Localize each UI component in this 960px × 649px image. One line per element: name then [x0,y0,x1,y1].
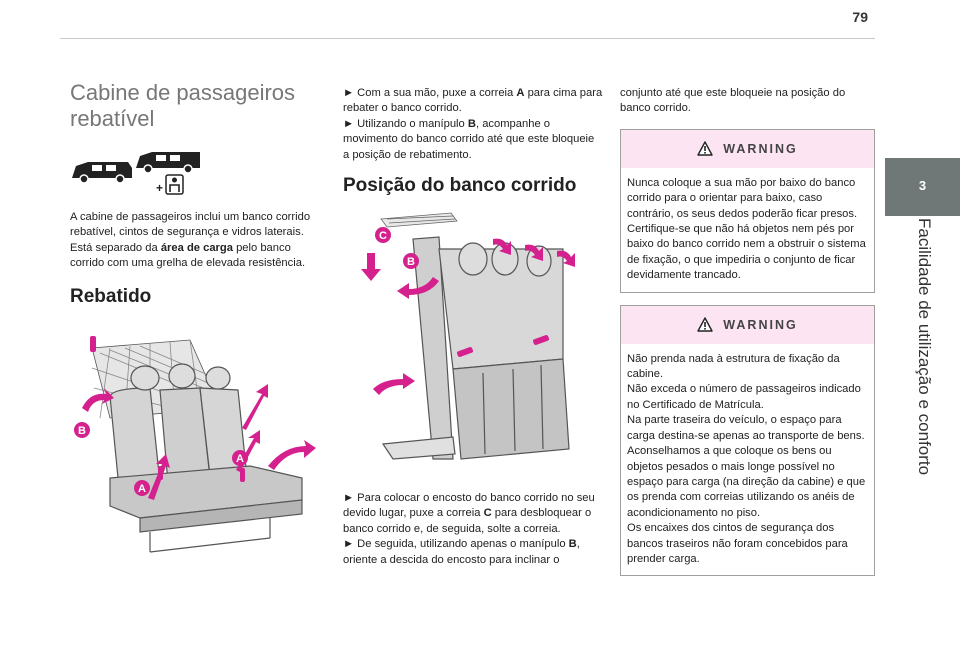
warning-box-2: WARNING Não prenda nada à estrutura de f… [620,304,875,577]
intro-paragraph: A cabine de passageiros inclui um banco … [70,210,325,272]
page-number: 79 [852,9,868,25]
section-title: Cabine de passageiros rebatível [70,80,296,131]
warning-2-line-1: Não prenda nada à estrutura de fixação d… [627,352,840,381]
warning-body-2: Não prenda nada à estrutura de fixação d… [621,344,874,576]
seat-cushion [109,465,303,553]
chapter-number: 3 [918,178,927,193]
step-3-bold: C [483,507,492,520]
middle-column: ► Com a sua mão, puxe a correia A para c… [343,86,603,568]
warning-box-1: WARNING Nunca coloque a sua mão por baix… [620,128,875,293]
label-a-right-text: A [236,453,244,465]
header-rule [60,38,875,39]
step-4-text-end: , oriente a descida do encosto para incl… [343,538,580,566]
seat-upright [381,236,570,460]
label-b-2: B [403,253,419,270]
strap-a-marks [90,335,245,482]
rebatido-illustration: B A A [70,317,320,568]
label-a-left-text: A [138,483,146,495]
step-1-text: ► Com a sua mão, puxe a correia [343,87,517,99]
label-c-text: C [379,230,387,242]
chapter-title: Facilidade de utilização e conforto [915,218,934,476]
grille-folded [380,212,458,228]
chapter-title-vertical: Facilidade de utilização e conforto [902,218,942,475]
step-2: ► Utilizando o manípulo B, acompanhe o m… [343,117,603,163]
step-4-bold: B [568,538,577,551]
step-2-text: ► Utilizando o manípulo [343,117,468,130]
warning-label-1: WARNING [723,141,798,156]
warning-2-line-3: Na parte traseira do veículo, o espaço p… [627,414,865,442]
step-1: ► Com a sua mão, puxe a correia A para c… [343,86,603,117]
step-1-bold: A [516,87,525,99]
svg-text:+: + [156,181,163,195]
continuation-text: conjunto até que este bloqueie na posiçã… [620,87,846,115]
label-b: B [74,421,90,438]
step-3-text: ► Para colocar o encosto do banco corrid… [343,492,595,520]
intro-bold: área de carga [160,241,233,254]
label-a-left: A [134,479,150,496]
label-a-right: A [232,449,248,466]
passenger-seat-icon: + [156,174,184,195]
step-1-text-end: para cima para rebater o banco corrido. [343,87,603,115]
warning-triangle-icon [697,317,713,332]
step-3-text-end: para desbloquear o banco corrido e, de s… [343,507,592,535]
label-b-text: B [78,425,86,437]
warning-header-1: WARNING [621,129,874,168]
step-4: ► De seguida, utilizando apenas o manípu… [343,537,603,568]
warning-label-2: WARNING [723,317,798,332]
step-2-bold: B [467,117,476,130]
step-4-text: ► De seguida, utilizando apenas o manípu… [343,538,569,551]
warning-triangle-icon [697,141,713,157]
intro-text: A cabine de passageiros inclui um banco … [70,211,311,254]
heading-posicao: Posição do banco corrido [343,175,577,197]
warning-body-1: Nunca coloque a sua mão por baixo do ban… [621,168,874,292]
label-c: C [375,227,391,244]
right-column: conjunto até que este bloqueie na posiçã… [620,86,875,577]
van-icons: + [72,152,200,195]
warning-2-line-4: Aconselhamos a que coloque os bens ou ob… [627,445,866,519]
warning-2-line-5: Os encaixes dos cintos de segurança dos … [627,522,848,565]
step-3: ► Para colocar o encosto do banco corrid… [343,491,603,537]
intro-text-end: pelo banco corrido com uma grelha de ele… [70,241,306,270]
posicao-illustration: C B [343,209,593,470]
motion-arrows-2 [361,238,575,396]
van-icon-long [136,152,200,174]
warning-1-line-2: Certifique-se que não há objetos nem pés… [627,223,866,282]
chapter-tab: 3 [885,158,960,216]
heading-rebatido: Rebatido [70,285,152,307]
step-2-text-end: , acompanhe o movimento do banco corrido… [343,117,595,161]
warning-header-2: WARNING [621,305,874,344]
warning-2-line-2: Não exceda o número de passageiros indic… [627,383,861,411]
label-b-2-text: B [407,256,415,268]
van-icon-short [72,162,132,184]
left-column: Cabine de passageiros rebatível + A cabi… [70,80,325,568]
warning-1-line-1: Nunca coloque a sua mão por baixo do ban… [627,176,858,220]
